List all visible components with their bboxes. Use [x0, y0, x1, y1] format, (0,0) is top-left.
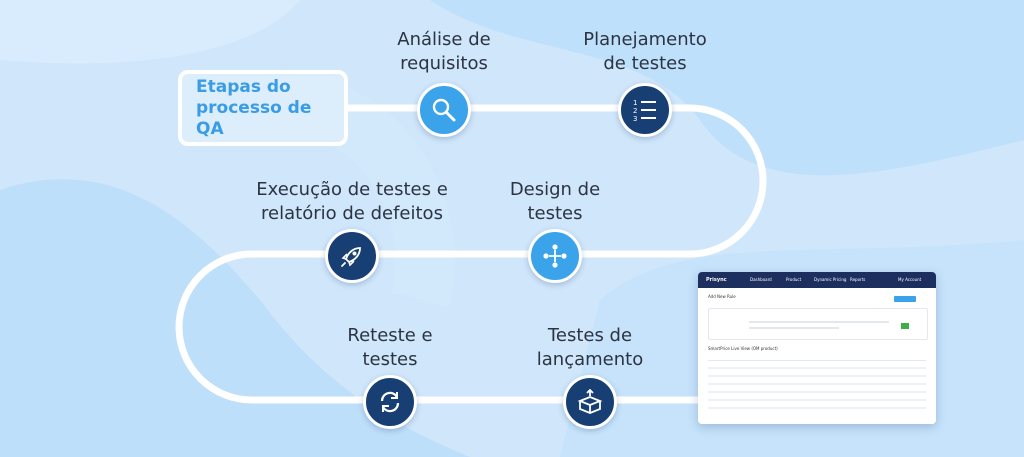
section-add-rule: Add New Rule [708, 294, 736, 299]
svg-text:3: 3 [633, 115, 637, 123]
step-label-analise: Análise de requisitos [397, 29, 491, 74]
nav-item-product: Product [786, 277, 802, 282]
svg-text:1: 1 [633, 99, 637, 107]
rocket-icon [325, 229, 379, 283]
nav-item-dashboard: Dashboard [750, 277, 772, 282]
refresh-icon [363, 375, 417, 429]
nav-item-dynamic-pricing: Dynamic Pricing [814, 277, 847, 282]
app-table [708, 356, 926, 416]
app-rule-panel [708, 308, 928, 340]
step-label-execucao: Execução de testes e relatório de defeit… [256, 179, 448, 224]
magnifier-icon [417, 83, 471, 137]
step-label-design: Design de testes [509, 179, 601, 224]
section-live-view: SmartPrice Live View (OM product) [708, 346, 778, 351]
svg-text:2: 2 [633, 107, 637, 115]
box-upload-icon [563, 375, 617, 429]
app-navbar: Prisync Dashboard Product Dynamic Pricin… [698, 272, 936, 288]
app-screenshot: Prisync Dashboard Product Dynamic Pricin… [698, 272, 936, 424]
app-brand: Prisync [706, 277, 727, 283]
flowchart-icon [528, 229, 582, 283]
diagram-title: Etapas do processo de QA [178, 70, 348, 146]
step-label-reteste: Reteste e testes [347, 325, 433, 370]
nav-item-reports: Reports [850, 277, 866, 282]
title-line-2: processo de QA [196, 97, 312, 139]
step-label-planejamento: Planejamento de testes [583, 29, 707, 74]
title-line-1: Etapas do [196, 76, 291, 97]
step-label-lancamento: Testes de lançamento [536, 325, 644, 370]
app-action-button [894, 296, 916, 302]
nav-item-account: My Account [898, 277, 922, 282]
